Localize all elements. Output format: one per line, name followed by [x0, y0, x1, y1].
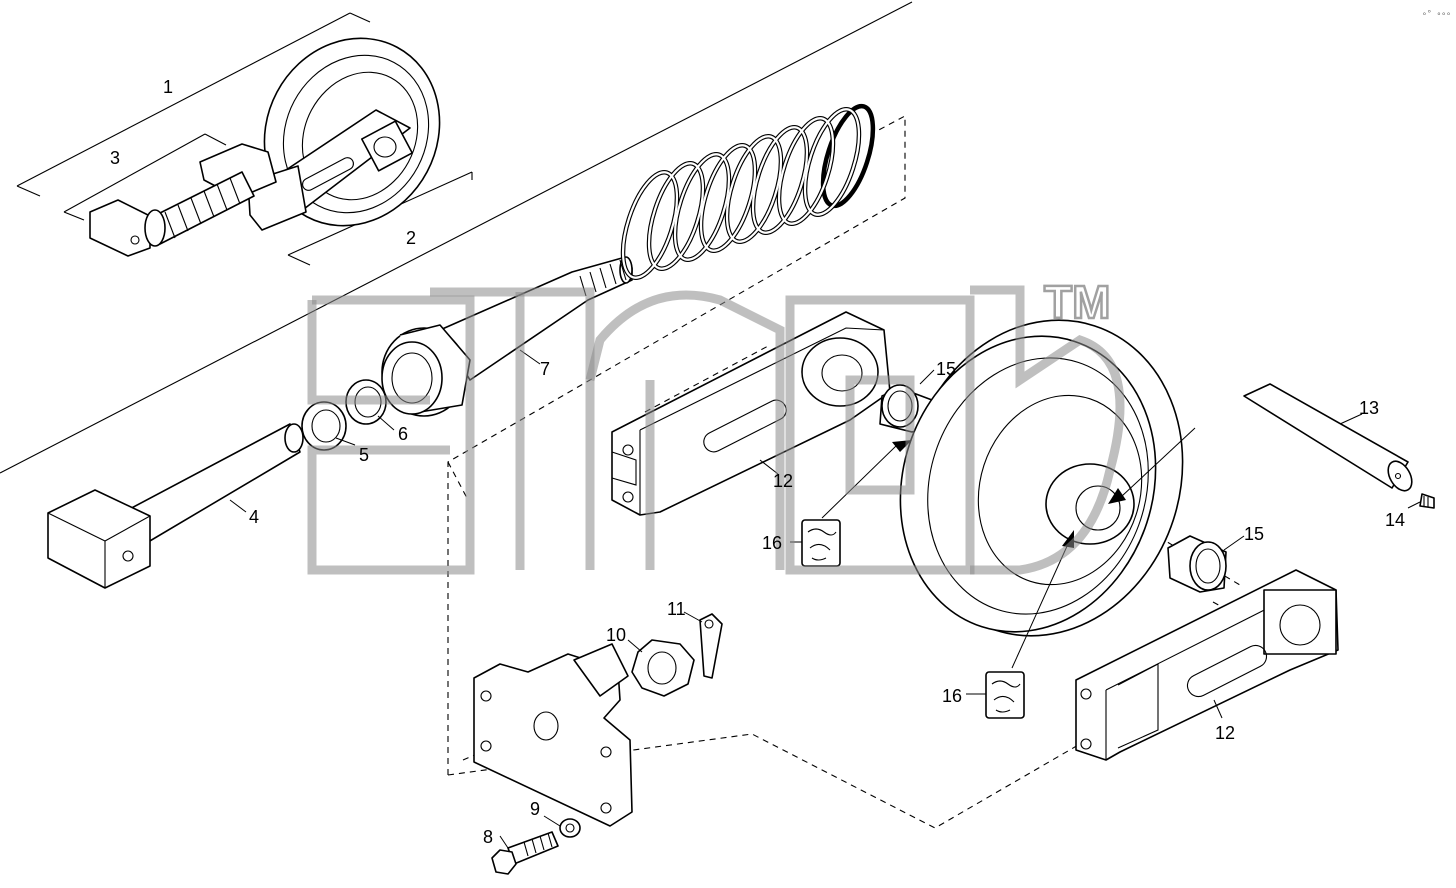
callout-13: 13 [1359, 398, 1379, 418]
bushing-part-15-lower [1167, 535, 1227, 593]
grease-bag-part-16-upper [801, 519, 841, 567]
grease-bag-part-16-lower [985, 671, 1025, 719]
tension-rod-part-4 [47, 423, 304, 589]
watermark-logo: TM [307, 275, 1125, 575]
callout-7: 7 [540, 359, 550, 379]
callout-4: 4 [249, 507, 259, 527]
corner-mark: ₒᵒ ₒₒₒ [1422, 8, 1451, 17]
callout-6: 6 [398, 424, 408, 444]
callout-9: 9 [530, 799, 540, 819]
mounting-bracket-plate [473, 643, 633, 827]
washer-part-9 [559, 818, 581, 838]
callout-2: 2 [406, 228, 416, 248]
callout-15-upper: 15 [936, 359, 956, 379]
set-screw-part-14 [1419, 493, 1435, 509]
idler-wheel [899, 319, 1184, 637]
trademark-symbol: TM [1044, 276, 1110, 328]
callout-11: 11 [667, 599, 686, 619]
callout-15-lower: 15 [1244, 524, 1264, 544]
bolt-part-8 [491, 831, 559, 875]
idler-bracket-part-12-lower [1075, 569, 1339, 761]
callout-3: 3 [110, 148, 120, 168]
assembly-frame-lines [0, 1, 913, 474]
callout-5: 5 [359, 445, 369, 465]
callout-12-lower: 12 [1215, 723, 1235, 743]
tension-spring [620, 103, 876, 280]
pin-part-13 [1243, 383, 1413, 492]
castle-nut-part-10 [631, 639, 695, 697]
idler-assembly-overview [89, 37, 441, 257]
callout-14: 14 [1385, 510, 1405, 530]
callout-16-lower: 16 [942, 686, 962, 706]
small-spring [149, 171, 255, 245]
callout-12-upper: 12 [773, 471, 793, 491]
callout-1: 1 [163, 77, 173, 97]
callout-16-upper: 16 [762, 533, 782, 553]
callout-labels: 1 2 3 4 5 6 7 8 9 10 11 12 12 13 14 15 1… [110, 77, 1405, 847]
callout-8: 8 [483, 827, 493, 847]
cotter-pin-part-11 [699, 613, 723, 679]
callout-10: 10 [606, 625, 626, 645]
seal-ring-part-5 [301, 401, 347, 451]
